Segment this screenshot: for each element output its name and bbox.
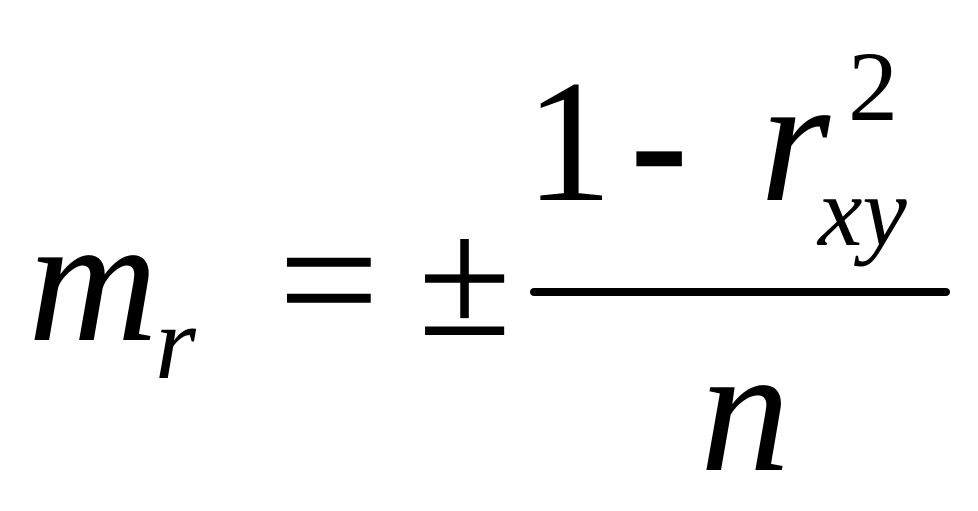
equals-sign: = — [278, 180, 380, 379]
fraction-bar — [530, 288, 950, 296]
lhs-symbol-m: m — [28, 180, 158, 379]
superscript-two: 2 — [848, 31, 898, 142]
denominator-n: n — [700, 310, 790, 509]
numerator-one: 1 — [525, 44, 613, 238]
numerator-r-symbol: r — [760, 40, 831, 239]
plus-minus-sign: ± — [418, 184, 511, 372]
numerator-minus: - — [630, 44, 688, 238]
subscript-xy: xy — [816, 156, 907, 267]
lhs-subscript-r: r — [155, 284, 197, 401]
